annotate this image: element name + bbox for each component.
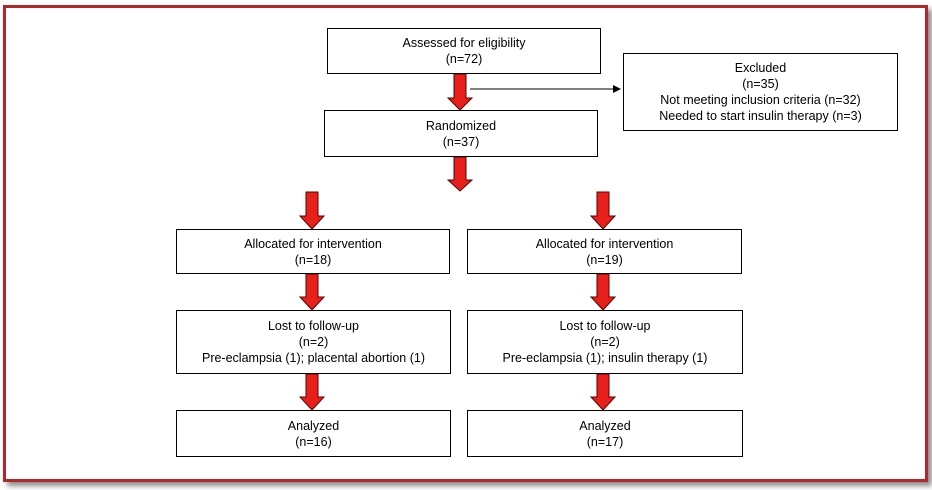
left-analyzed-title: Analyzed [287,418,340,433]
right-lost-detail: Pre-eclampsia (1); insulin therapy (1) [502,351,708,365]
right-allocated-title: Allocated for intervention [535,236,674,251]
right-analyzed-count: (n=17) [586,434,624,449]
right-analyzed-title: Analyzed [579,418,631,433]
right-analyzed-box: Analyzed (n=17) [467,410,743,457]
arrow-randomized-split [446,156,474,192]
excluded-reason-2: Needed to start insulin therapy (n=3) [659,109,862,123]
arrow-assessed-to-randomized [446,73,474,111]
assessed-count: (n=72) [445,52,483,66]
left-lost-box: Lost to follow-up (n=2) Pre-eclampsia (1… [176,310,451,374]
left-analyzed-count: (n=16) [295,434,332,449]
arrow-to-left-allocated [298,191,326,230]
arrow-to-right-allocated [589,191,617,230]
arrow-left-lost-to-analyzed [298,373,326,411]
right-allocated-box: Allocated for intervention (n=19) [467,229,742,274]
randomized-box: Randomized (n=37) [324,110,598,157]
left-lost-title: Lost to follow-up [267,319,360,333]
excluded-title: Excluded [734,61,787,75]
excluded-count: (n=35) [742,77,779,91]
right-allocated-count: (n=19) [586,252,623,267]
left-allocated-count: (n=18) [294,252,332,267]
right-lost-box: Lost to follow-up (n=2) Pre-eclampsia (1… [467,310,743,374]
randomized-title: Randomized [425,118,497,133]
arrow-right-allocated-to-lost [589,273,617,311]
left-lost-count: (n=2) [298,335,329,349]
left-allocated-title: Allocated for intervention [244,236,382,251]
excluded-reason-1: Not meeting inclusion criteria (n=32) [660,93,861,107]
left-lost-detail: Pre-eclampsia (1); placental abortion (1… [201,351,426,365]
left-allocated-box: Allocated for intervention (n=18) [176,229,450,274]
right-lost-title: Lost to follow-up [559,319,651,333]
arrow-right-lost-to-analyzed [589,373,617,411]
assessed-box: Assessed for eligibility (n=72) [327,28,601,74]
excluded-box: Excluded (n=35) Not meeting inclusion cr… [623,53,898,131]
assessed-title: Assessed for eligibility [402,36,526,50]
left-analyzed-box: Analyzed (n=16) [176,410,451,457]
right-lost-count: (n=2) [590,335,620,349]
randomized-count: (n=37) [442,134,480,149]
arrow-left-allocated-to-lost [298,273,326,311]
